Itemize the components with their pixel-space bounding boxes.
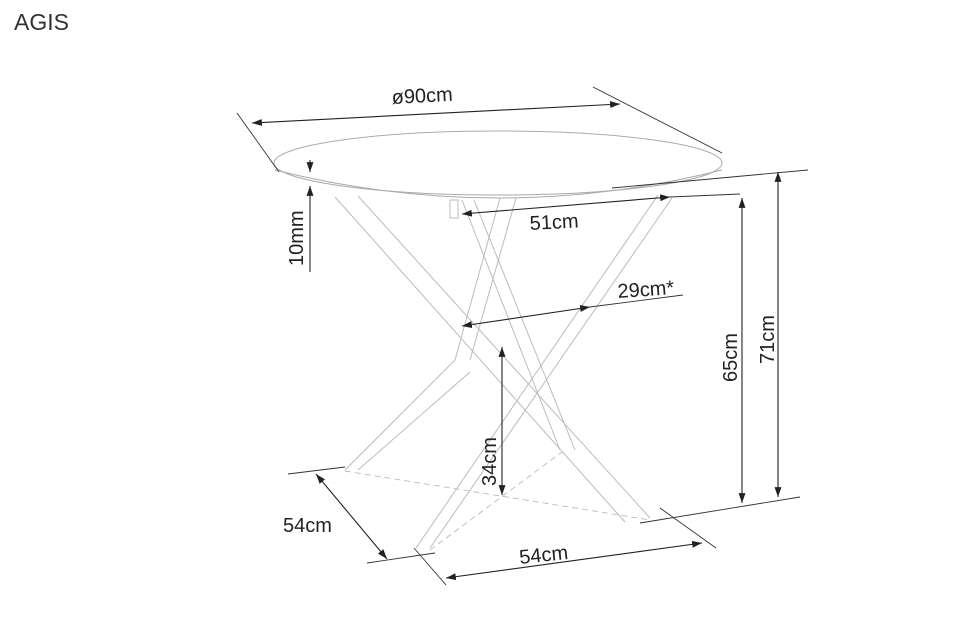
cross-height-label: 34cm xyxy=(479,437,501,486)
floor-guide xyxy=(429,451,563,551)
middle-span-label: 29cm* xyxy=(617,277,675,303)
upper-span-dimension: 51cm xyxy=(461,169,809,235)
upper-span-label: 51cm xyxy=(529,210,579,235)
diameter-label: ø90cm xyxy=(391,84,453,109)
middle-span-dimension: 29cm* xyxy=(461,277,684,328)
height-dimensions: 65cm 71cm xyxy=(639,172,801,524)
base-depth-dimension: 54cm xyxy=(283,466,436,564)
base-width-label: 54cm xyxy=(518,542,569,569)
floor-guide xyxy=(344,470,651,521)
total-height-label: 71cm xyxy=(757,315,779,364)
base-width-dimension: 54cm xyxy=(413,507,717,586)
diameter-dimension: ø90cm xyxy=(236,84,723,173)
cross-height-dimension: 34cm xyxy=(479,347,506,495)
thickness-dimension: 10mm xyxy=(286,160,314,272)
product-title: AGIS xyxy=(14,9,69,35)
table-top xyxy=(273,130,723,199)
thickness-label: 10mm xyxy=(286,210,308,266)
inner-height-label: 65cm xyxy=(720,333,742,382)
base-depth-label: 54cm xyxy=(283,515,332,537)
